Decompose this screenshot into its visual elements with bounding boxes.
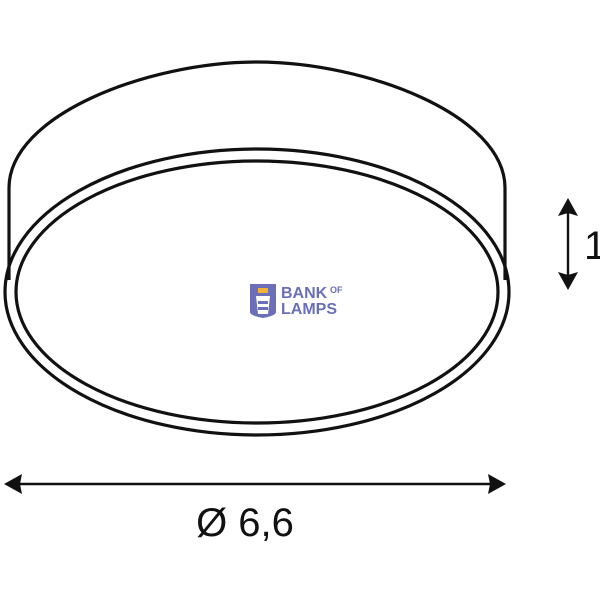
height-arrow-up-icon — [558, 198, 578, 216]
diameter-arrow-right-icon — [488, 474, 506, 494]
height-arrow-down-icon — [558, 272, 578, 290]
height-label: 1 — [584, 224, 600, 268]
brand-name-small: OF — [330, 285, 343, 295]
fixture-top-rim — [7, 60, 507, 189]
brand-name-line2: LAMPS — [281, 301, 337, 318]
diameter-label: Ø 6,6 — [196, 501, 294, 545]
brand-name-line1: BANK — [281, 285, 328, 302]
fixture-bottom-inner-ring — [14, 159, 500, 425]
brand-watermark: BANK OF LAMPS — [250, 284, 343, 318]
diameter-arrow-left-icon — [4, 474, 22, 494]
fixture-body — [3, 60, 511, 437]
diameter-dimension: Ø 6,6 — [4, 474, 506, 545]
fixture-bottom-outer-ring — [3, 147, 511, 437]
height-dimension: 1 — [558, 198, 600, 290]
lighthouse-logo-icon — [250, 284, 276, 318]
